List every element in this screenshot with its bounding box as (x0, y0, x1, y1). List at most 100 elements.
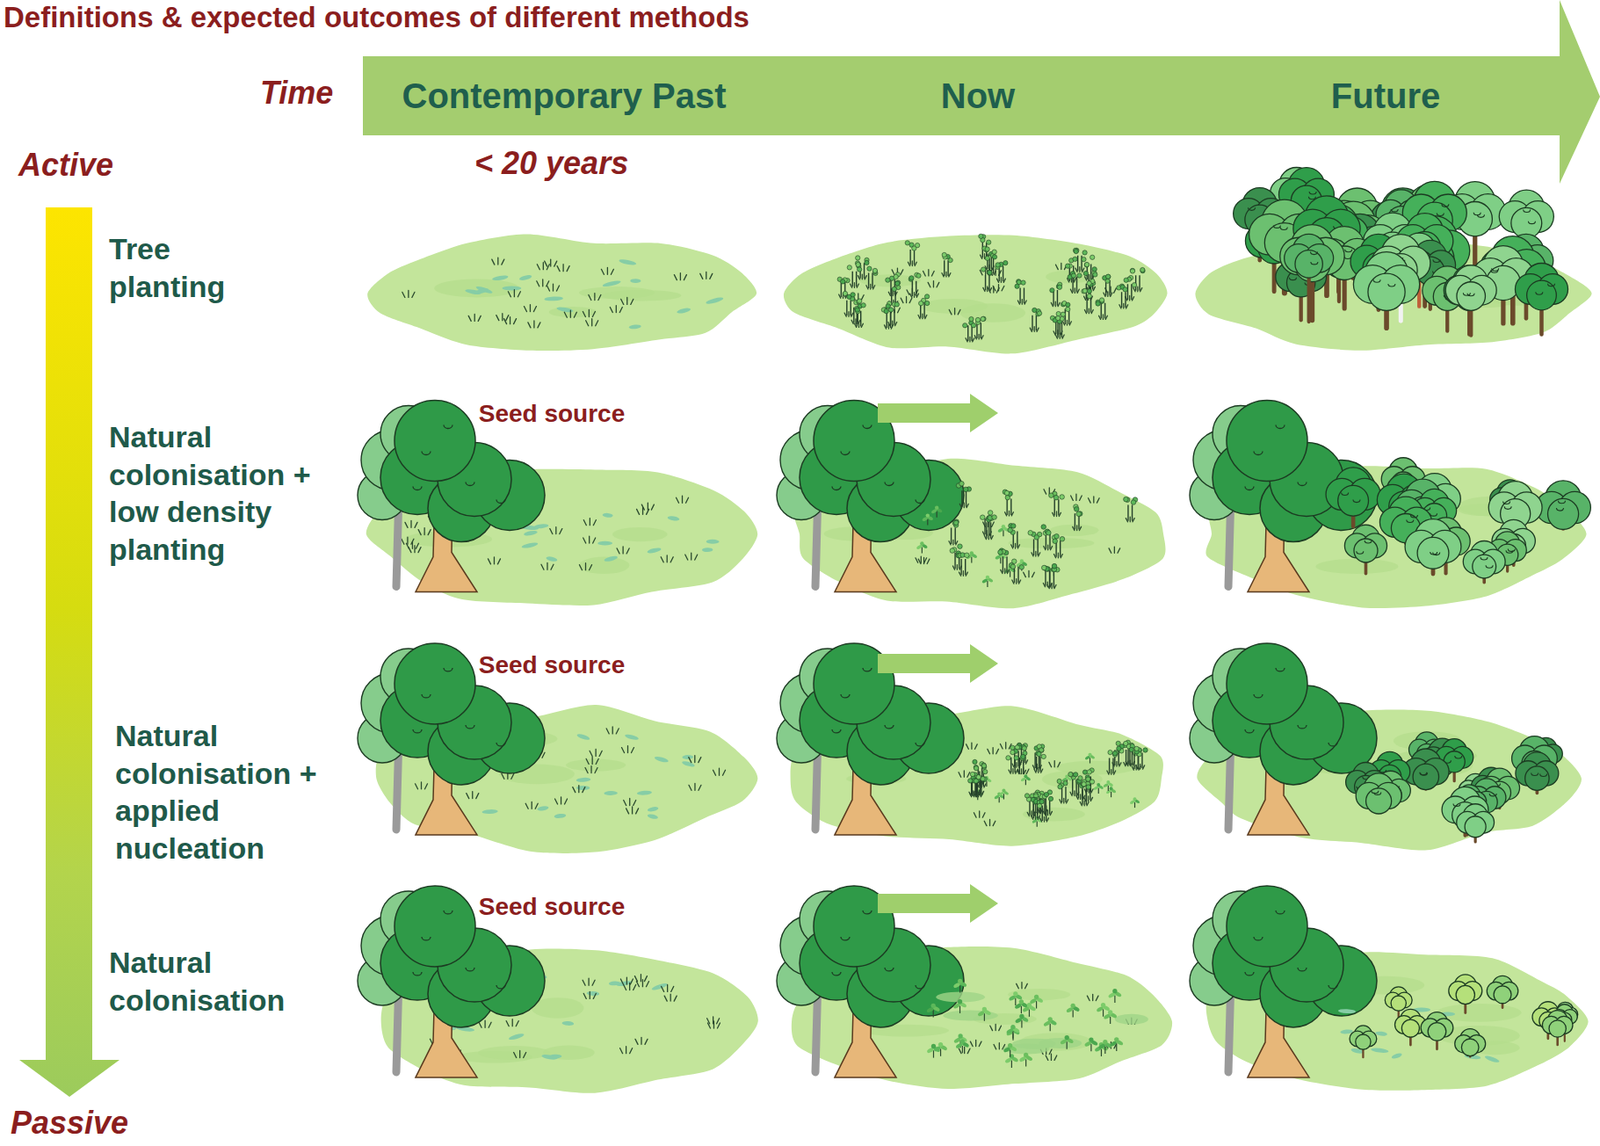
sapling-part (1085, 784, 1091, 790)
sapling-part (962, 323, 968, 328)
grass-tuft (986, 269, 996, 276)
sapling (1082, 767, 1094, 793)
sapling-part (1130, 499, 1137, 506)
grass-tuft (583, 518, 596, 526)
tree-part (1504, 506, 1512, 509)
grass-mark (706, 539, 720, 544)
grass-tuft (884, 323, 894, 329)
sapling-part (1131, 282, 1137, 288)
tree-part (1489, 793, 1497, 797)
sapling-part (1086, 289, 1092, 294)
sapling (984, 514, 997, 540)
sapling (1116, 283, 1129, 309)
grass-tuft (555, 796, 568, 804)
seedling-part (1133, 796, 1137, 801)
sapling-part (1019, 564, 1025, 571)
seedling-part (1102, 1039, 1108, 1044)
seed-source-tree (776, 400, 964, 593)
sapling (1079, 781, 1092, 806)
sapling-part (1093, 272, 1098, 277)
grass-tuft (952, 564, 962, 571)
tree-part (1419, 772, 1427, 775)
tree-part (1356, 550, 1364, 554)
grass-mark (676, 306, 692, 314)
seed-source-tree-part (412, 971, 422, 976)
grass-tuft (992, 284, 1005, 291)
tree-part (1503, 500, 1511, 504)
grass-tuft (525, 801, 538, 809)
sapling-part (1084, 262, 1089, 268)
grass-tuft (1125, 295, 1135, 301)
sapling-part (1054, 533, 1060, 539)
grass-tuft (857, 274, 867, 280)
seed-source-tree-part (832, 486, 841, 491)
seedling (998, 789, 1009, 800)
sapling-part (1080, 781, 1086, 787)
tree-part (1525, 766, 1550, 790)
seedling-part (985, 575, 990, 580)
grass-tuft (564, 310, 577, 318)
sapling-part (991, 249, 997, 254)
grass-tuft (528, 320, 541, 328)
grass-tuft (997, 277, 1007, 283)
grass-tuft (1107, 769, 1116, 775)
seedling (1105, 786, 1116, 797)
seedling-part (959, 984, 961, 992)
grass-mark (601, 512, 613, 518)
tree-part (1493, 985, 1512, 1004)
seedling (921, 513, 934, 525)
seed-source-tree-part (443, 667, 453, 672)
landscape-panel (1189, 400, 1591, 609)
sapling-part (949, 548, 956, 554)
seedling (1004, 1053, 1019, 1068)
seedling (1093, 782, 1104, 794)
seed-source-tree (1189, 643, 1377, 835)
tree-part (1410, 514, 1418, 518)
grass-tuft (636, 979, 649, 987)
seedling-part (1027, 1002, 1032, 1007)
sapling-part (1060, 311, 1065, 317)
grass-tuft (1084, 796, 1094, 802)
grass-tuft (918, 313, 927, 319)
seedling-part (938, 1042, 943, 1047)
grass-tuft (582, 309, 595, 317)
sapling-part (1036, 311, 1042, 316)
sapling-part (1069, 772, 1074, 777)
seedling (981, 775, 992, 787)
grass-tuft (1011, 542, 1021, 549)
grass-tuft (1054, 552, 1064, 558)
sapling-part (1020, 753, 1026, 759)
grass-tuft (1119, 303, 1129, 309)
seedling (1098, 1039, 1113, 1054)
tree-part (1467, 293, 1475, 297)
ground-shade (565, 759, 626, 772)
grass-mark (1484, 1054, 1500, 1064)
grass-tuft (970, 1039, 982, 1046)
seedling (1102, 1009, 1117, 1024)
sapling (941, 252, 953, 277)
seedling (981, 575, 994, 587)
sapling-part (909, 275, 914, 281)
landscape-panel (776, 393, 1166, 609)
grass-tuft (974, 333, 984, 340)
grass-tuft (583, 991, 596, 999)
sapling-part (1021, 745, 1027, 751)
grass-mark (481, 809, 498, 815)
seed-source-tree-part (394, 400, 476, 482)
seedling (1059, 1035, 1074, 1050)
sapling-part (914, 243, 920, 248)
ground-shade (602, 289, 682, 301)
sapling-part (987, 269, 992, 275)
grass-tuft (1040, 816, 1050, 822)
seed-source-tree-part (1226, 643, 1308, 724)
landscape-panel (776, 883, 1173, 1089)
grass-tuft (550, 527, 563, 535)
grass-tuft (1099, 314, 1108, 320)
tree (1280, 224, 1345, 321)
tree (1344, 524, 1387, 573)
grass-tuft (688, 755, 702, 763)
sapling (949, 543, 963, 570)
grass-tuft (1023, 570, 1036, 577)
tree-part (1485, 564, 1493, 568)
